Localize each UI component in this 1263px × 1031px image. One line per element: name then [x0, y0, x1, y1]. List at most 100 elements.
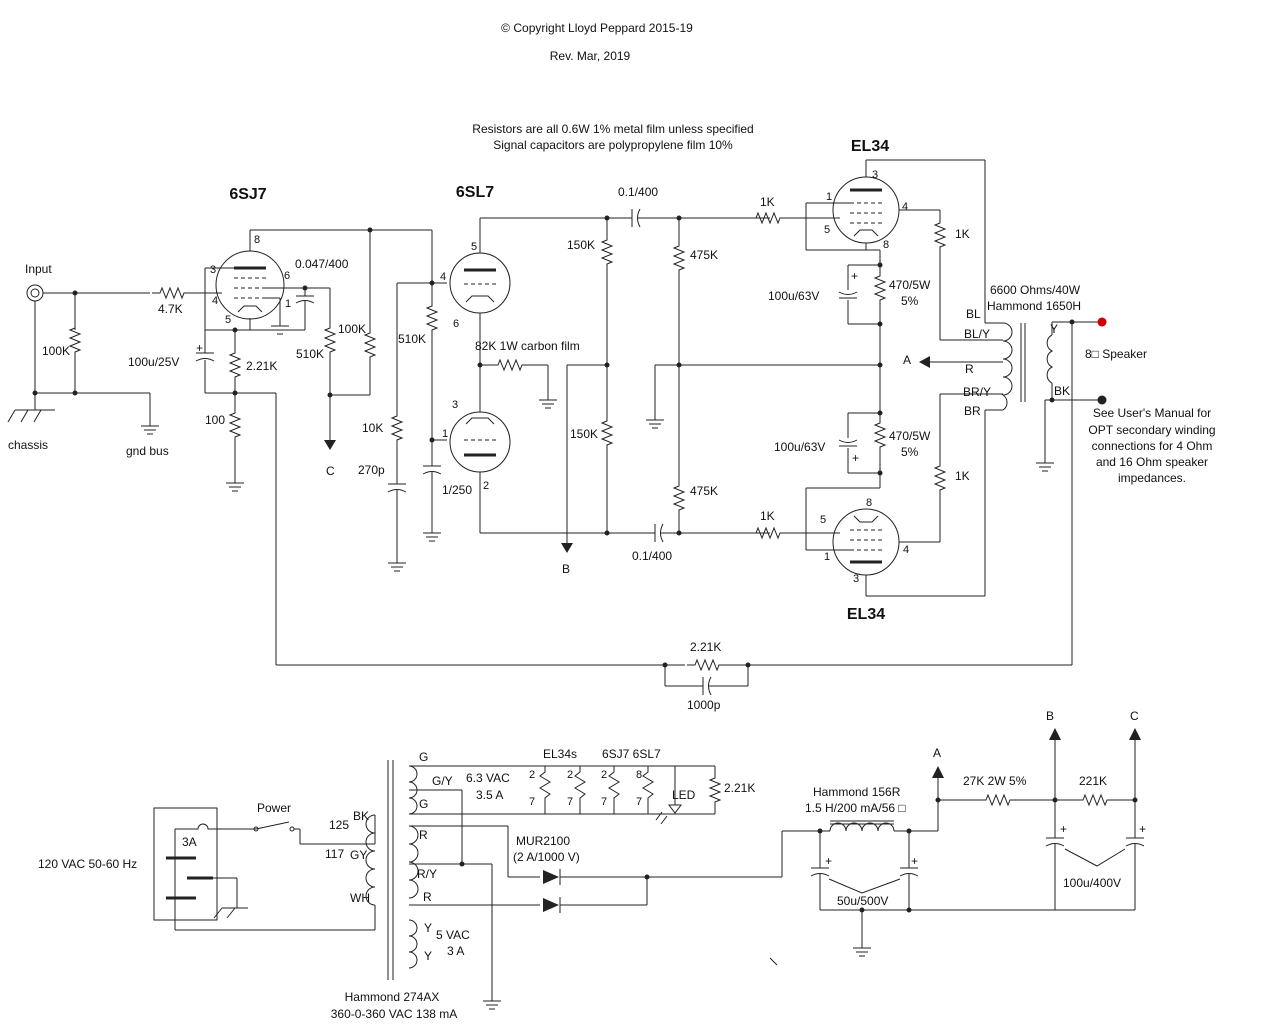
pi-plate-resistor-bottom — [601, 412, 613, 454]
v4-pin-3: 3 — [853, 573, 859, 585]
out-c-arrow — [1129, 728, 1141, 740]
v2-pin-4: 4 — [440, 271, 446, 283]
manual-note-3: connections for 4 Ohm — [1092, 439, 1213, 453]
cathode-cap-value: 100u/25V — [128, 355, 179, 369]
plate-load-value: 100K — [338, 322, 366, 336]
final-cap-value: 100u/400V — [1063, 876, 1121, 890]
v3-pin-1: 1 — [826, 191, 832, 203]
tap-125: 125 — [329, 818, 349, 832]
node-a-arrow — [919, 356, 930, 368]
pt-lead-r: R — [419, 828, 428, 842]
v3-pin-3: 3 — [872, 169, 878, 181]
out-a-arrow — [932, 766, 944, 778]
node-c-label: C — [326, 464, 335, 478]
pt-lead-r2: R — [423, 890, 432, 904]
tube-el34-bottom-label: EL34 — [847, 606, 885, 623]
out-b-label: B — [1046, 709, 1054, 723]
pi-cathode-resistor-value: 82K 1W carbon film — [475, 339, 580, 353]
v1-pin-1: 1 — [285, 298, 291, 310]
grid-leak-bottom — [673, 477, 685, 519]
v4-pin-1: 1 — [824, 551, 830, 563]
opt-model: Hammond 1650H — [987, 299, 1081, 313]
power-switch[interactable] — [255, 821, 290, 830]
screen-top-value: 1K — [955, 227, 970, 241]
lead-bk: BK — [353, 809, 369, 823]
lead-wh: WH — [350, 891, 370, 905]
cathode-resistor-2k21 — [229, 344, 241, 386]
v1-pin-5: 5 — [225, 314, 231, 326]
heater-pin-7c: 7 — [601, 796, 607, 808]
node-a-label: A — [903, 353, 911, 367]
tube-6sl7-bottom — [449, 411, 511, 473]
choke-icon — [829, 820, 895, 832]
input-label: Input — [25, 262, 52, 276]
pt-model: Hammond 274AX — [345, 990, 440, 1004]
node-c-arrow — [324, 440, 336, 450]
cathode-resistor-100 — [229, 404, 241, 446]
v4-pin-5: 5 — [820, 514, 826, 526]
plus-sign: + — [825, 854, 832, 868]
plus-sign: + — [1060, 822, 1067, 836]
diode-top — [543, 869, 561, 885]
v3-pin-8: 8 — [883, 239, 889, 251]
tube-6sj7 — [215, 250, 285, 320]
tube-el34-top-label: EL34 — [851, 138, 889, 155]
choke-model: Hammond 156R — [813, 785, 901, 799]
rectifier-voltage: 5 VAC — [436, 928, 470, 942]
filter-cap-value: 50u/500V — [837, 894, 888, 908]
input-grid-resistor — [69, 319, 81, 361]
heater-pin-8: 8 — [636, 769, 642, 781]
grid-leak-top — [673, 237, 685, 279]
out-b-arrow — [1049, 728, 1061, 740]
led-label: LED — [672, 788, 696, 802]
v2-pin-5: 5 — [471, 241, 477, 253]
sec-lead-bk: BK — [1054, 384, 1070, 398]
led-icon — [655, 766, 682, 825]
coupling-top-value: 0.1/400 — [618, 185, 658, 199]
gnd-bus-label: gnd bus — [126, 444, 169, 458]
speaker-label: 8□ Speaker — [1085, 347, 1147, 361]
tube-6sl7-top — [449, 252, 511, 314]
out-c-label: C — [1130, 709, 1139, 723]
input-jack — [26, 284, 44, 302]
pi-plate-top-value: 150K — [567, 238, 595, 252]
speaker-terminal-black[interactable] — [1097, 395, 1107, 405]
resistor-27k — [977, 794, 1019, 806]
chassis-label: chassis — [8, 438, 48, 452]
v2-pin-3: 3 — [452, 399, 458, 411]
pt-lead-y2: Y — [424, 949, 432, 963]
pi-plate-resistor-top — [601, 231, 613, 273]
v2-pin-2: 2 — [483, 480, 489, 492]
diode-rating: (2 A/1000 V) — [513, 850, 580, 864]
manual-note-1: See User's Manual for — [1093, 406, 1211, 420]
opt-lead-bl: BL — [966, 307, 981, 321]
grid-stop-top — [747, 212, 789, 224]
cathode-bottom-tol: 5% — [901, 445, 919, 459]
node-b-arrow — [561, 543, 573, 553]
feedback-resistor-value: 2.21K — [690, 640, 721, 654]
speaker-terminal-red[interactable] — [1097, 317, 1107, 327]
heater-pin-2c: 2 — [601, 769, 607, 781]
heater-voltage: 6.3 VAC — [466, 771, 510, 785]
fuse-label: 3A — [182, 835, 197, 849]
cathode-resistor-bottom — [874, 414, 886, 456]
screen-resistor-510k — [324, 319, 336, 361]
manual-note-5: impedances. — [1118, 471, 1186, 485]
heater-current: 3.5 A — [476, 788, 503, 802]
opt-spec: 6600 Ohms/40W — [990, 283, 1081, 297]
resistor-221k-value: 221K — [1079, 774, 1107, 788]
input-series-resistor — [151, 287, 193, 299]
manual-note-4: and 16 Ohm speaker — [1096, 455, 1208, 469]
cathode-cap-top-value: 100u/63V — [768, 289, 819, 303]
pt-lead-g2: G — [419, 797, 428, 811]
copyright-text: © Copyright Lloyd Peppard 2015-19 — [501, 21, 693, 35]
v4-pin-4: 4 — [903, 544, 909, 556]
v1-pin-6: 6 — [284, 270, 290, 282]
output-transformer — [1001, 322, 1054, 411]
v1-pin-8: 8 — [254, 234, 260, 246]
capacitor-note: Signal capacitors are polypropylene film… — [493, 138, 733, 152]
grid-stop-bottom-value: 1K — [760, 509, 775, 523]
pi-10k-value: 10K — [362, 421, 383, 435]
power-switch-label: Power — [257, 801, 291, 815]
